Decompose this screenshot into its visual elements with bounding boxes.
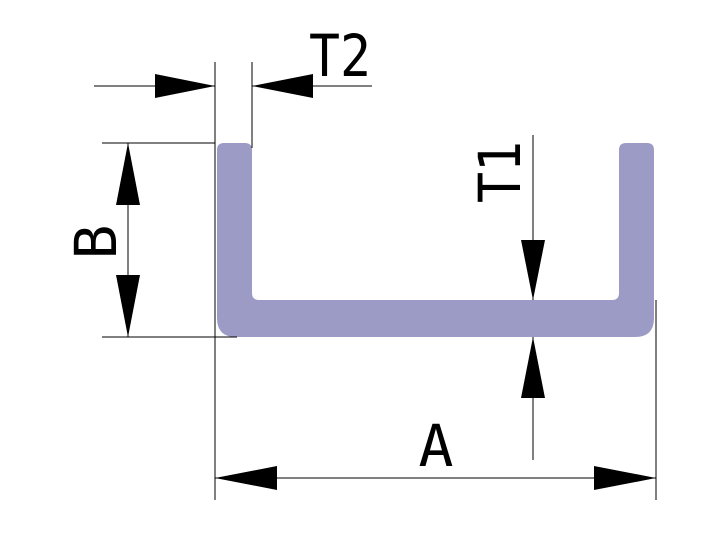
- label-b: B: [62, 225, 130, 260]
- u-channel-profile: [217, 143, 654, 337]
- b-arrow-bottom: [116, 275, 140, 337]
- b-arrow-top: [116, 143, 140, 205]
- label-a: A: [419, 412, 454, 480]
- t2-arrow-right: [252, 74, 313, 98]
- dimension-t1: [521, 135, 545, 460]
- t1-arrow-down: [521, 240, 545, 300]
- dimension-a: [215, 466, 656, 490]
- dimension-t2: [94, 74, 372, 98]
- a-arrow-right: [594, 466, 656, 490]
- label-t1: T1: [466, 141, 534, 203]
- label-t2: T2: [309, 22, 371, 90]
- dimension-b: [116, 143, 140, 337]
- a-arrow-left: [215, 466, 277, 490]
- extension-lines: [102, 62, 657, 500]
- t2-arrow-left: [155, 74, 215, 98]
- t1-arrow-up: [521, 337, 545, 398]
